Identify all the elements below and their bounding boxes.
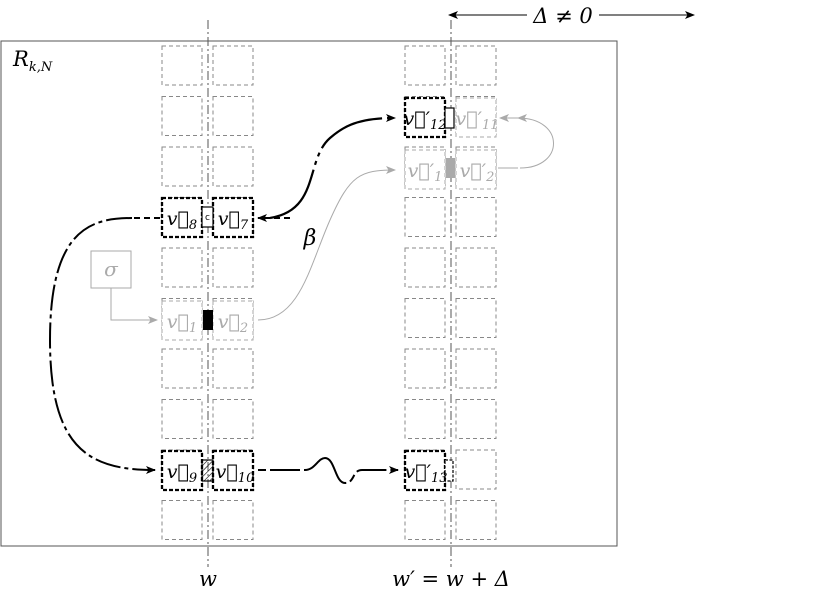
faded-layer: σ [90, 97, 554, 341]
v1p-cell [404, 149, 446, 190]
grid-cell [161, 146, 203, 187]
v9-label: v⃗9 [167, 461, 197, 486]
grid-cell [404, 500, 446, 540]
v1-label: v⃗1 [167, 311, 197, 336]
v7-label: v⃗7 [218, 208, 249, 233]
v11p-loop-connector [517, 114, 554, 169]
grid-cell [161, 96, 203, 136]
grid-cell [212, 45, 254, 86]
v2p-label: v⃗′2 [460, 160, 495, 185]
grid-cell [161, 45, 203, 86]
grid-cell [212, 399, 254, 439]
sigma-label: σ [104, 257, 119, 281]
region-frame [0, 40, 618, 547]
grid-cell [212, 96, 254, 136]
grid-cell [404, 298, 446, 338]
grid-cell [161, 399, 203, 439]
grid-cell [212, 146, 254, 187]
grid-cell [455, 449, 497, 490]
beta-gray-path [257, 166, 396, 321]
v13p-link [444, 459, 454, 482]
v9-v10-hatched-link [201, 459, 214, 482]
grid-cell [212, 348, 254, 389]
grid-cell [455, 399, 497, 439]
arrow-to-v12p [269, 114, 396, 220]
v10-label: v⃗10 [216, 461, 255, 486]
grid-cell [161, 247, 203, 288]
grid-cell [161, 500, 203, 540]
grid-cell [404, 247, 446, 288]
grid-cell [455, 45, 497, 86]
axis-label-w: w [199, 567, 217, 591]
v12p-label: v⃗′12 [404, 108, 447, 133]
grid-cell [455, 348, 497, 389]
v8-v7-link-mark: c [205, 213, 210, 223]
grid-cell [212, 500, 254, 540]
grid-cell [455, 298, 497, 338]
region-label: Rk,N [12, 47, 53, 75]
grid-cell [404, 197, 446, 237]
v11p-label: v⃗′11 [456, 108, 499, 133]
arrow-v8-to-v9 [48, 217, 156, 474]
v13p-cell [403, 449, 447, 492]
v2-cell [212, 300, 254, 341]
arrow-v10-to-v13p [258, 456, 399, 485]
v1p-label: v⃗′1 [408, 160, 443, 185]
grid-cell [404, 399, 446, 439]
grid-cell [404, 348, 446, 389]
v1-v2-black-link [203, 310, 213, 330]
highlighted-layer: c [160, 96, 455, 492]
v12p-cell [403, 96, 447, 139]
v9-cell [160, 449, 204, 492]
grid-cell [455, 500, 497, 540]
v1-cell [161, 300, 203, 341]
grid-cell [212, 247, 254, 288]
sigma-connector [110, 288, 158, 324]
v1p-v2p-gray-link [446, 158, 455, 178]
v11p-cell [455, 97, 497, 138]
v12p-link [444, 107, 455, 129]
v2-label: v⃗2 [218, 311, 248, 336]
v8-v7-link [201, 206, 214, 228]
v8-cell [160, 196, 204, 239]
axis-label-w-prime: w′ = w + Δ [392, 567, 510, 591]
beta-label: β [303, 226, 317, 251]
grid-cell [455, 197, 497, 237]
v8-label: v⃗8 [167, 208, 197, 233]
vertex-labels: v⃗8 v⃗7 v⃗1 v⃗2 v⃗9 v⃗10 v⃗′12 v⃗′11 v⃗′… [167, 108, 499, 486]
v2p-cell [455, 149, 497, 190]
v13p-label: v⃗′13 [405, 461, 448, 486]
grid-cell [404, 45, 446, 86]
arrow-layer [48, 114, 399, 485]
grid-cell [455, 247, 497, 288]
v7-cell [211, 196, 255, 239]
grid-cell [161, 348, 203, 389]
delta-label: Δ ≠ 0 [532, 4, 592, 28]
